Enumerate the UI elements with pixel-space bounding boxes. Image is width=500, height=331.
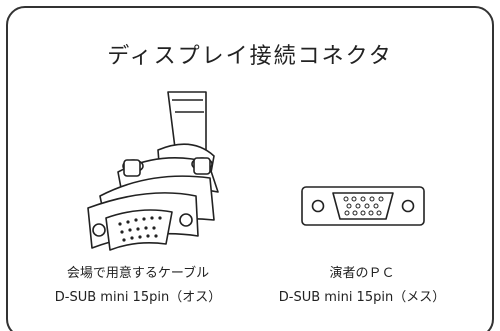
pc-caption: 演者のＰＣ D-SUB mini 15pin（メス） (262, 262, 462, 310)
cable-caption-line2: D-SUB mini 15pin（オス） (54, 290, 222, 305)
pc-caption-line2: D-SUB mini 15pin（メス） (278, 290, 446, 305)
cable-caption-line1: 会場で用意するケーブル (66, 266, 210, 281)
diagram-title: ディスプレイ接続コネクタ (107, 44, 393, 69)
pc-caption-line1: 演者のＰＣ (329, 266, 395, 281)
cable-caption: 会場で用意するケーブル D-SUB mini 15pin（オス） (38, 262, 238, 310)
